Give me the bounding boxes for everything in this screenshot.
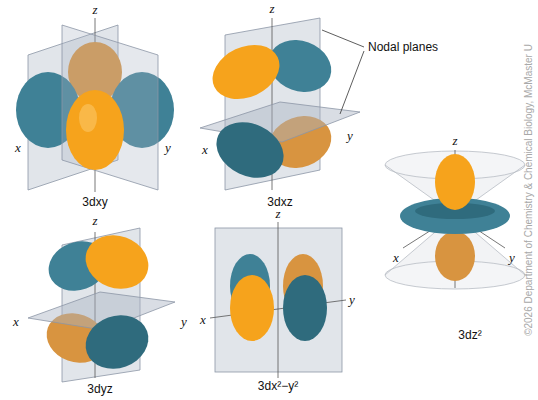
dxz-orbital	[200, 18, 364, 190]
axis-label: y	[349, 293, 355, 307]
axis-label: x	[202, 143, 208, 157]
axis-label: x	[15, 141, 21, 155]
axis-label: x	[200, 313, 206, 327]
dz2-orbital	[385, 150, 525, 289]
axis-label: x	[393, 251, 399, 265]
dxy-orbital	[16, 18, 174, 192]
orbital-label: 3dxy	[82, 196, 107, 209]
watermark: ©2026 Department of Chemistry & Chemical…	[523, 44, 534, 336]
callout-text: Nodal planes	[368, 41, 438, 54]
axis-label: z	[92, 3, 97, 17]
axis-label: z	[92, 214, 97, 228]
axis-label: z	[452, 134, 457, 148]
axis-label: x	[13, 315, 19, 329]
orbital-label: 3dx²−y²	[258, 380, 298, 393]
axis-label: y	[181, 315, 187, 329]
dyz-orbital	[28, 227, 175, 382]
dx2y2-orbital	[210, 222, 346, 378]
axis-label: y	[165, 141, 171, 155]
axis-label: z	[275, 207, 280, 221]
axis-label: y	[509, 251, 515, 265]
axis-label: z	[269, 2, 274, 16]
orbital-label: 3dz²	[458, 329, 481, 342]
orbital-label: 3dyz	[87, 383, 112, 396]
axis-label: y	[347, 129, 353, 143]
